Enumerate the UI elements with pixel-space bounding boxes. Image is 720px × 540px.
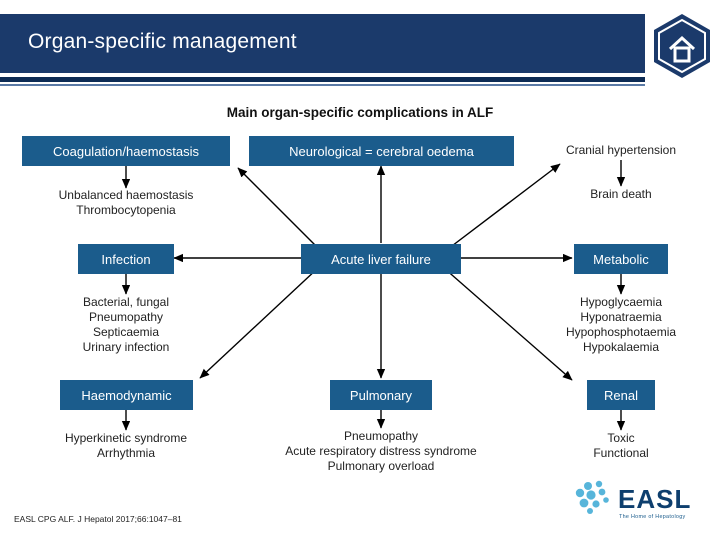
svg-text:EASL: EASL	[618, 484, 691, 514]
node-renal[interactable]: Renal	[587, 380, 655, 410]
node-haemodynamic[interactable]: Haemodynamic	[60, 380, 193, 410]
header-rule-dark	[0, 77, 645, 82]
detail-brain-death: Brain death	[590, 187, 652, 201]
hexagon-home-icon	[650, 12, 714, 84]
node-metabolic[interactable]: Metabolic	[574, 244, 668, 274]
detail-pulmonary: Pneumopathy Acute respiratory distress s…	[285, 429, 477, 473]
molecule-icon	[575, 480, 609, 514]
detail-coagulation: Unbalanced haemostasis Thrombocytopenia	[58, 188, 194, 217]
node-coagulation[interactable]: Coagulation/haemostasis	[22, 136, 230, 166]
detail-renal: Toxic Functional	[593, 431, 649, 460]
header-rule-light	[0, 84, 645, 86]
header-bar	[0, 14, 645, 73]
easl-logo: EASL The Home of Hepatology	[572, 480, 710, 532]
detail-haemodynamic: Hyperkinetic syndrome Arrhythmia	[64, 431, 188, 460]
diagram-subtitle: Main organ-specific complications in ALF	[226, 105, 494, 120]
node-cranial-hypertension: Cranial hypertension	[565, 143, 677, 157]
page-title: Organ-specific management	[28, 30, 297, 53]
node-acute-liver-failure[interactable]: Acute liver failure	[301, 244, 461, 274]
detail-metabolic: Hypoglycaemia Hyponatraemia Hypophosphot…	[565, 295, 677, 354]
citation-footnote: EASL CPG ALF. J Hepatol 2017;66:1047–81	[14, 514, 182, 524]
node-pulmonary[interactable]: Pulmonary	[330, 380, 432, 410]
node-infection[interactable]: Infection	[78, 244, 174, 274]
detail-infection: Bacterial, fungal Pneumopathy Septicaemi…	[82, 295, 170, 354]
node-neurological[interactable]: Neurological = cerebral oedema	[249, 136, 514, 166]
svg-text:The Home of Hepatology: The Home of Hepatology	[619, 514, 686, 520]
